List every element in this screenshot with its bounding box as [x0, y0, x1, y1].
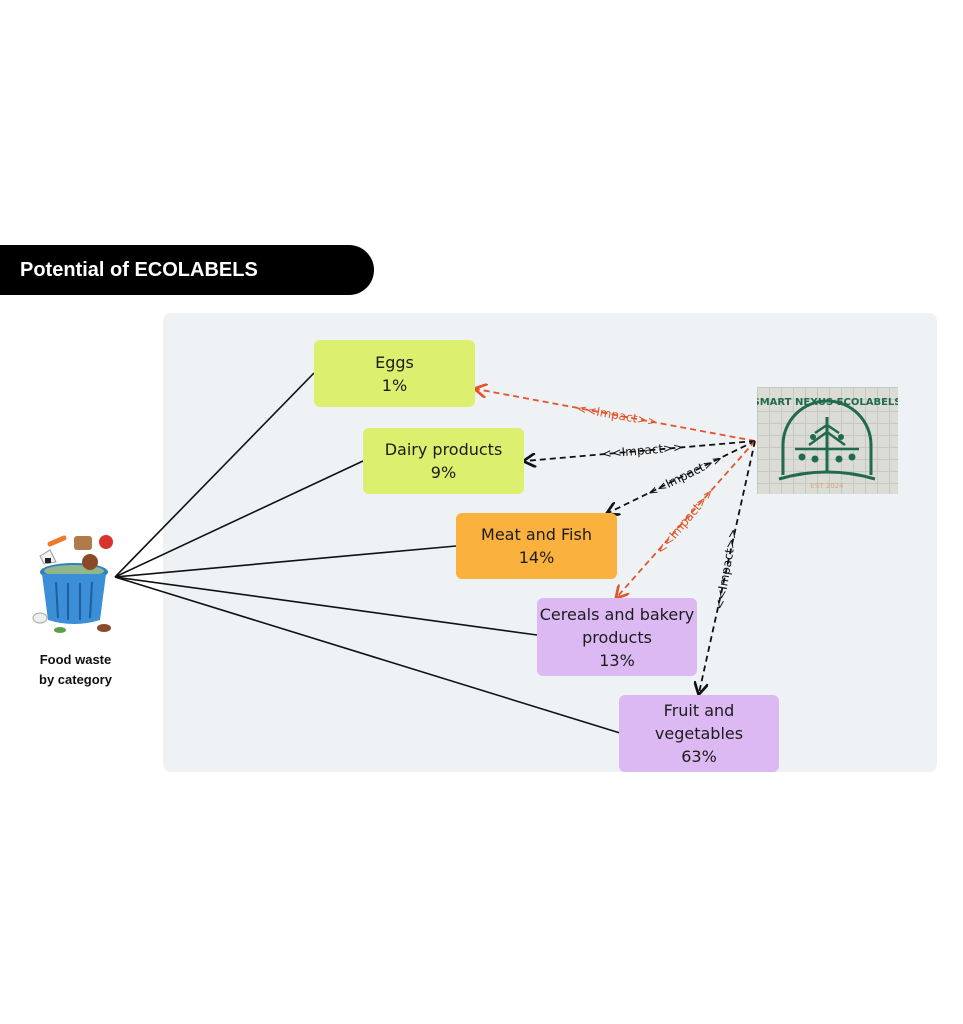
food-waste-label: Food waste by category — [18, 650, 133, 690]
category-fruit-veg: Fruit and vegetables 63% — [619, 695, 779, 772]
tree-icon: SMART NEXUS ECOLABELS EST 2024 — [753, 397, 902, 490]
link-fruit — [114, 576, 621, 734]
impact-dairy — [525, 440, 756, 461]
page-title: Potential of ECOLABELS — [0, 245, 374, 295]
link-dairy — [114, 460, 364, 578]
category-name-line2: vegetables — [654, 724, 744, 743]
category-share: 13% — [599, 650, 635, 670]
trash-bin-icon — [30, 520, 120, 640]
impact-label-eggs: <<Impact>> — [575, 401, 658, 429]
category-name-line1: Cereals and bakery — [539, 604, 695, 624]
category-share: 9% — [430, 463, 457, 482]
category-share: 63% — [681, 747, 717, 766]
impact-fruit — [699, 440, 756, 693]
impact-label-dairy: <<Impact>> — [601, 440, 684, 461]
category-cereals: Cereals and bakery products 13% — [537, 598, 697, 676]
category-name: Eggs — [375, 352, 414, 372]
category-name: Dairy products — [384, 440, 503, 459]
category-share: 14% — [518, 548, 555, 567]
category-name: Meat and Fish — [481, 525, 592, 544]
impact-label-fruit: <<Impact>> — [712, 528, 740, 611]
link-meat — [114, 545, 457, 578]
food-waste-label-line1: Food waste — [39, 652, 112, 667]
category-meat-fish: Meat and Fish 14% — [456, 513, 617, 579]
category-dairy: Dairy products 9% — [363, 428, 524, 494]
ecolabel-logo: SMART NEXUS ECOLABELS EST 2024 — [753, 387, 902, 494]
logo-text: SMART NEXUS ECOLABELS — [757, 397, 898, 408]
link-eggs — [114, 372, 315, 578]
food-waste-label-line2: by category — [39, 672, 112, 687]
category-eggs: Eggs 1% — [314, 340, 475, 407]
category-name-line2: products — [582, 627, 652, 647]
link-cereals — [114, 576, 538, 636]
logo-est: EST 2024 — [810, 482, 844, 490]
impact-cereals — [617, 440, 756, 597]
impact-label-cereals: <<Impact>> — [654, 485, 717, 557]
impact-meat — [608, 440, 756, 513]
category-name-line1: Fruit and — [663, 701, 735, 720]
category-share: 1% — [381, 375, 408, 395]
impact-eggs — [476, 389, 756, 442]
